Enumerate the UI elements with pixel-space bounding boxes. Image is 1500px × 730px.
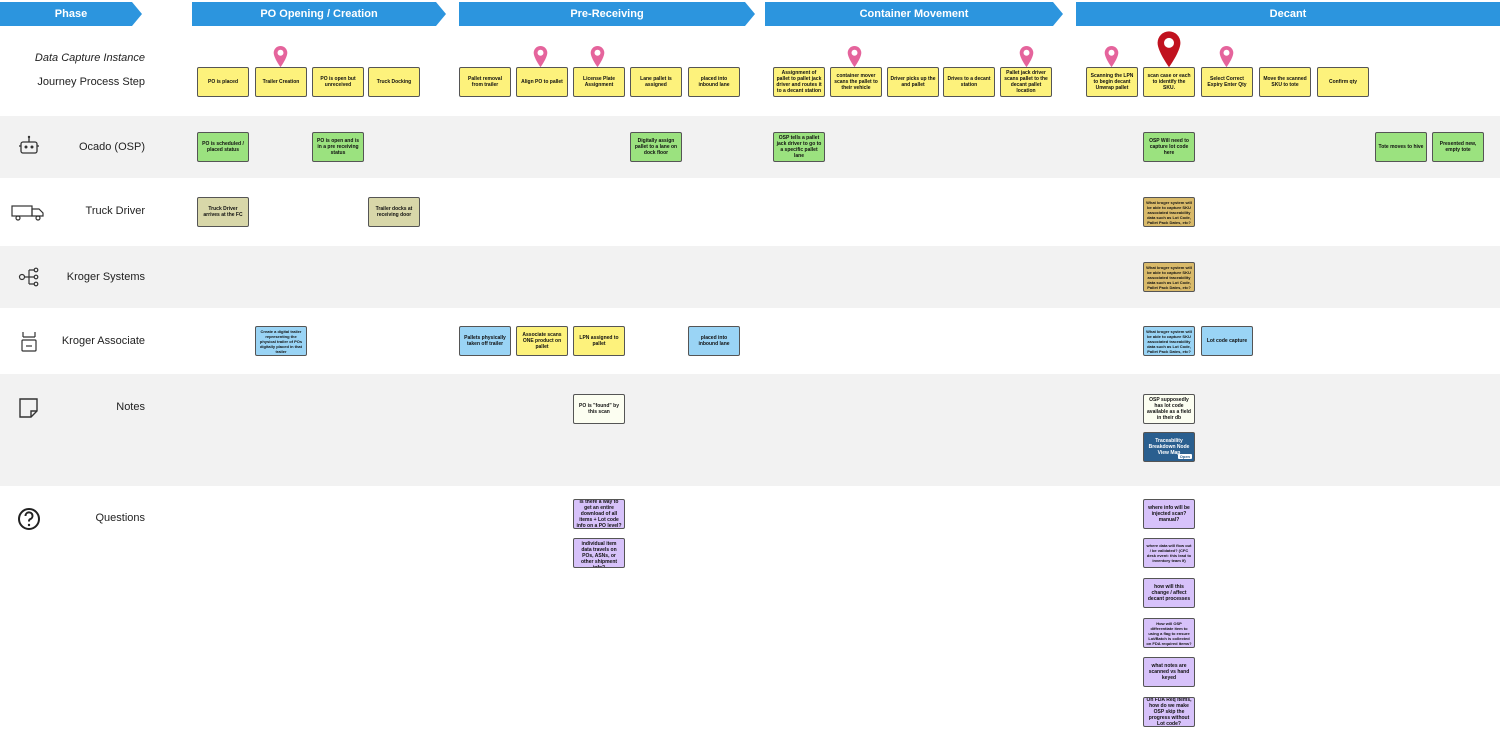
- question-note[interactable]: On FDA Req items, how do we make OSP ski…: [1143, 697, 1195, 727]
- associate-note[interactable]: LPN assigned to pallet: [573, 326, 625, 356]
- journey-note[interactable]: Truck Docking: [368, 67, 420, 97]
- traceability-map-card[interactable]: Traceability Breakdown Node View Map Ope…: [1143, 432, 1195, 462]
- journey-step-label: Journey Process Step: [37, 76, 145, 88]
- map-pin-icon[interactable]: [1103, 45, 1120, 69]
- ocado-row-band: [0, 116, 1500, 178]
- ocado-note[interactable]: Presented new, empty tote: [1432, 132, 1484, 162]
- question-note[interactable]: How much individual item data travels on…: [573, 538, 625, 568]
- journey-note[interactable]: placed into inbound lane: [688, 67, 740, 97]
- kroger-systems-label: Kroger Systems: [66, 271, 145, 283]
- ocado-note[interactable]: PO is open and is in a pre receiving sta…: [312, 132, 364, 162]
- ocado-label: Ocado (OSP): [78, 141, 145, 153]
- driver-note[interactable]: Trailer docks at receiving door: [368, 197, 420, 227]
- kroger-systems-row-band: [0, 246, 1500, 308]
- kroger-associate-label: Kroger Associate: [61, 335, 145, 347]
- question-note[interactable]: How will OSP differentiate item to using…: [1143, 618, 1195, 648]
- question-note[interactable]: what notes are scanned vs hand keyed: [1143, 657, 1195, 687]
- associate-note[interactable]: Lot code capture: [1201, 326, 1253, 356]
- map-pin-icon[interactable]: [272, 45, 289, 69]
- traceability-map-title: Traceability Breakdown Node View Map: [1148, 438, 1190, 456]
- notes-label: Notes: [116, 401, 145, 413]
- map-pin-icon-active[interactable]: [1154, 30, 1184, 70]
- notes-note[interactable]: OSP supposedly has lot code available as…: [1143, 394, 1195, 424]
- question-note[interactable]: Is there a way to get an entire download…: [573, 499, 625, 529]
- journey-note[interactable]: Align PO to pallet: [516, 67, 568, 97]
- map-pin-icon[interactable]: [589, 45, 606, 69]
- question-note[interactable]: how will this change / affect decant pro…: [1143, 578, 1195, 608]
- journey-note[interactable]: PO is placed: [197, 67, 249, 97]
- journey-note[interactable]: Move the scanned SKU to tote: [1259, 67, 1311, 97]
- ocado-note[interactable]: OSP Will need to capture lot code here: [1143, 132, 1195, 162]
- associate-note[interactable]: What kroger system will be able to captu…: [1143, 326, 1195, 356]
- journey-note[interactable]: PO is open but unreceived: [312, 67, 364, 97]
- journey-note[interactable]: scan case or each to identify the SKU.: [1143, 67, 1195, 97]
- associate-note[interactable]: placed into inbound lane: [688, 326, 740, 356]
- map-pin-icon[interactable]: [1018, 45, 1035, 69]
- open-tag[interactable]: Open: [1177, 454, 1192, 459]
- robot-icon: [19, 135, 39, 154]
- network-icon: [18, 267, 39, 287]
- systems-note[interactable]: What kroger system will be able to captu…: [1143, 262, 1195, 292]
- journey-note[interactable]: Pallet jack driver scans pallet to the d…: [1000, 67, 1052, 97]
- phase-pre-receiving[interactable]: Pre-Receiving: [459, 2, 755, 26]
- notes-row-band: [0, 374, 1500, 486]
- notes-note[interactable]: PO is "found" by this scan: [573, 394, 625, 424]
- journey-note[interactable]: Scanning the LPN to begin decant Unwrap …: [1086, 67, 1138, 97]
- journey-note[interactable]: Driver picks up the and pallet: [887, 67, 939, 97]
- associate-note[interactable]: Associate scans ONE product on pallet: [516, 326, 568, 356]
- data-capture-label: Data Capture Instance: [34, 52, 145, 64]
- journey-note[interactable]: Lane pallet is assigned: [630, 67, 682, 97]
- journey-note[interactable]: License Plate Assignment: [573, 67, 625, 97]
- map-pin-icon[interactable]: [846, 45, 863, 69]
- question-note[interactable]: where data will flow out / be validated?…: [1143, 538, 1195, 568]
- factory-worker-icon: [21, 332, 37, 352]
- associate-note[interactable]: Pallets physically taken off trailer: [459, 326, 511, 356]
- journey-note[interactable]: Confirm qty: [1317, 67, 1369, 97]
- associate-note[interactable]: Create a digital trailer representing th…: [255, 326, 307, 356]
- question-note[interactable]: where info will be injected scan? manual…: [1143, 499, 1195, 529]
- ocado-note[interactable]: Digitally assign pallet to a lane on doc…: [630, 132, 682, 162]
- phase-decant[interactable]: Decant: [1076, 2, 1500, 26]
- journey-note[interactable]: Select Correct Expiry Enter Qty: [1201, 67, 1253, 97]
- journey-note[interactable]: Pallet removal from trailer: [459, 67, 511, 97]
- question-circle-icon: [18, 508, 40, 530]
- questions-label: Questions: [95, 512, 145, 524]
- ocado-note[interactable]: Tote moves to hive: [1375, 132, 1427, 162]
- truck-driver-label: Truck Driver: [85, 205, 145, 217]
- phase-po-opening[interactable]: PO Opening / Creation: [192, 2, 446, 26]
- journey-note[interactable]: Trailer Creation: [255, 67, 307, 97]
- driver-note[interactable]: What kroger system will be able to captu…: [1143, 197, 1195, 227]
- truck-icon: [11, 205, 44, 221]
- ocado-note[interactable]: PO is scheduled / placed status: [197, 132, 249, 162]
- journey-note[interactable]: Assignment of pallet to pallet jack driv…: [773, 67, 825, 97]
- map-pin-icon[interactable]: [1218, 45, 1235, 69]
- journey-note[interactable]: Drives to a decant station: [943, 67, 995, 97]
- driver-note[interactable]: Truck Driver arrives at the FC: [197, 197, 249, 227]
- phase-header-label: Phase: [0, 2, 142, 26]
- sticky-note-icon: [19, 398, 38, 418]
- phase-container-movement[interactable]: Container Movement: [765, 2, 1063, 26]
- map-pin-icon[interactable]: [532, 45, 549, 69]
- journey-note[interactable]: container mover scans the pallet to thei…: [830, 67, 882, 97]
- ocado-note[interactable]: OSP tells a pallet jack driver to go to …: [773, 132, 825, 162]
